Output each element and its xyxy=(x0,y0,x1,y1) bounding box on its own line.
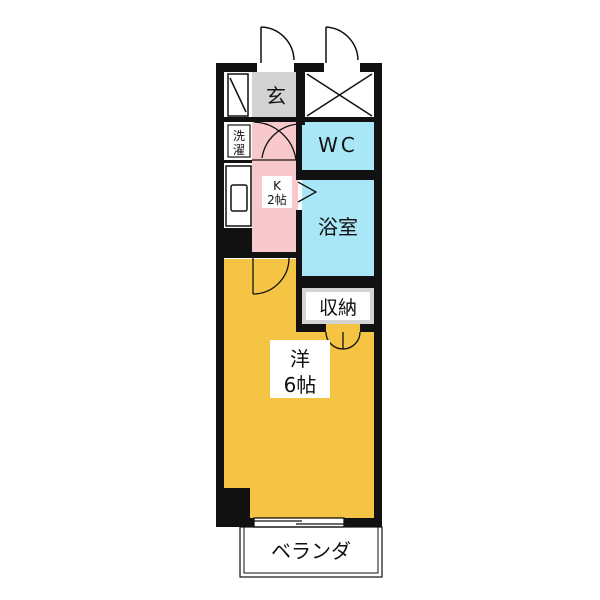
room-labels: 玄 洗 濯 WC K 2帖 浴室 収納 洋 6帖 ベランダ xyxy=(233,80,366,563)
toilet-area xyxy=(302,122,374,170)
kitchen-label-1: K xyxy=(273,179,282,193)
walls xyxy=(216,63,382,527)
western-label-2: 6帖 xyxy=(284,373,317,397)
shoe-box xyxy=(227,73,249,117)
kitchen-door xyxy=(252,121,297,161)
toilet-label: WC xyxy=(318,133,358,157)
western-label-1: 洋 xyxy=(290,347,310,371)
bath-door xyxy=(297,181,318,203)
pipe-shaft-x xyxy=(306,73,373,117)
entrance-label-bg xyxy=(262,80,290,108)
balcony-label: ベランダ xyxy=(271,539,351,563)
storage-inner xyxy=(306,292,370,320)
balcony xyxy=(239,526,383,578)
western-label-bg xyxy=(270,340,330,398)
kitchen-label-2: 2帖 xyxy=(267,192,287,207)
kitchen-label-bg xyxy=(262,176,292,208)
storage-label: 収納 xyxy=(319,297,357,319)
entrance-door xyxy=(260,26,359,63)
laundry-label-1: 洗 xyxy=(233,129,245,143)
kitchen-sink xyxy=(225,165,252,227)
laundry-label-2: 濯 xyxy=(233,143,245,157)
bathroom-label: 浴室 xyxy=(318,215,358,239)
wc-door xyxy=(261,123,299,165)
bath-label-bg xyxy=(308,208,366,244)
storage-door xyxy=(325,331,361,350)
laundry-box xyxy=(227,124,251,158)
entrance-label: 玄 xyxy=(266,84,286,108)
western-room-door xyxy=(252,257,290,295)
balcony-window xyxy=(253,517,345,528)
